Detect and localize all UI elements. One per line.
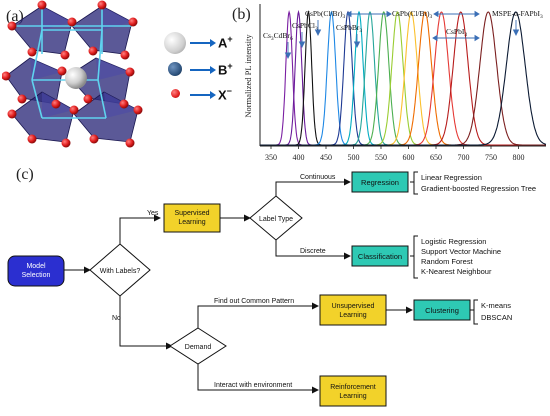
model-selection-node [7,255,65,287]
arrow-head-icon [210,91,216,99]
a-cation-sphere [164,32,186,54]
legend-row-b: B+ [162,60,246,82]
ion-legend: A+ B+ X− [162,30,246,110]
chart-ylabel: Normalized PL intensity [243,34,253,118]
method-lists: Linear Regression Gradient-boosted Regre… [421,173,536,322]
clustering-method-2: DBSCAN [481,313,512,322]
regression-method-2: Gradient-boosted Regression Tree [421,184,536,193]
legend-label-b: B+ [218,61,233,78]
perovskite-crystal-structure [2,0,143,148]
classification-method-3: Random Forest [421,257,474,266]
x-tick-label: 800 [513,153,525,162]
edge-label-yes: Yes [147,210,159,217]
label-type-decision [249,195,303,241]
legend-label-a: A+ [218,34,233,51]
clustering-text: Clustering [425,306,459,315]
panel-b-label: (b) [232,6,251,23]
x-tick-label: 400 [293,153,305,162]
classification-method-4: K-Nearest Neighbour [421,267,492,276]
b-cation-sphere [168,62,182,76]
x-tick-label: 450 [320,153,332,162]
x-tick-label: 550 [375,153,387,162]
regression-text: Regression [361,178,399,187]
label-type-text: Label Type [259,216,293,223]
edge-label-no: No [112,315,121,322]
label-cspbclbr3-right: CsPb(Cl/Br)3 [392,9,433,20]
chart-x-ticks: 350 400 450 500 550 600 650 700 750 800 [265,146,525,162]
legend-label-x: X− [218,86,232,103]
label-cs3cdbr6: Cs3CdBr6 [263,31,293,42]
annotation-arrows [284,10,520,60]
with-labels-decision [89,243,151,297]
classification-text: Classification [358,252,402,261]
label-cspbi3: CsPbI3 [446,27,467,38]
arrow-right-icon [190,94,212,96]
method-brackets [413,171,478,325]
edge-label-common-pattern: Find out Common Pattern [214,298,294,305]
label-cspbbr3: CsPbBr3 [336,23,362,34]
pl-spectra-chart: Normalized PL intensity 350 400 450 500 550 6… [243,4,547,162]
x-tick-label: 500 [348,153,360,162]
demand-decision [169,327,227,365]
regression-node [351,171,409,193]
with-labels-text: With Labels? [100,268,141,275]
edge-label-discrete: Discrete [300,248,326,255]
arrow-head-icon [210,39,216,47]
x-tick-label: 600 [403,153,415,162]
x-anion-sphere [171,89,180,98]
legend-row-x: X− [162,86,246,106]
label-cspbcl3: CsPbCl3 [292,21,318,32]
classification-node [351,245,409,267]
flow-connectors [64,178,413,394]
panel-c-label: (c) [16,166,34,183]
clustering-method-1: K-means [481,301,511,310]
clustering-node [413,299,471,321]
edge-label-interact: Interact with environment [214,382,292,389]
reinforcement-learning-node [319,375,387,407]
arrow-right-icon [190,42,212,44]
demand-text: Demand [185,344,212,351]
x-tick-label: 700 [458,153,470,162]
x-tick-label: 350 [265,153,277,162]
chart-series-group [260,9,547,146]
regression-method-1: Linear Regression [421,173,482,182]
label-cspbclbr3-left: CsPb(Cl/Br)3 [305,9,346,20]
bracket-ties [410,181,474,311]
unsupervised-learning-node [319,294,387,326]
x-tick-label: 750 [485,153,497,162]
supervised-learning-node [163,203,221,233]
label-mspe-fapbi3: MSPE-α-FAPbI3 [492,9,543,20]
edge-label-continuous: Continuous [300,174,336,181]
arrow-right-icon [190,69,212,71]
classification-method-2: Support Vector Machine [421,247,501,256]
arrow-head-icon [210,66,216,74]
pl-series-line-15 [260,11,547,146]
compound-annotations: Cs3CdBr6 CsPbCl3 CsPb(Cl/Br)3 CsPbBr3 Cs… [263,9,543,42]
legend-row-a: A+ [162,30,246,58]
x-tick-label: 650 [430,153,442,162]
pl-series-line-2 [260,9,546,146]
edge-labels: Yes No Continuous Discrete Find out Comm… [112,174,336,389]
classification-method-1: Logistic Regression [421,237,486,246]
